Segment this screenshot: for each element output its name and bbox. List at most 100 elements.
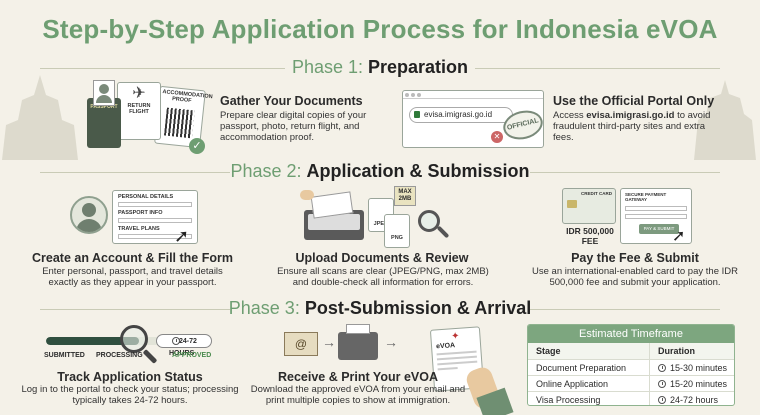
pay-submit-button: PAY & SUBMIT: [639, 224, 679, 234]
check-icon: ✓: [189, 138, 205, 154]
phase-name: Preparation: [368, 57, 469, 77]
step-print-desc: Download the approved eVOA from your ema…: [250, 384, 466, 406]
status-approved: APPROVED: [172, 352, 212, 359]
phase-name: Application & Submission: [306, 161, 530, 181]
phase-divider: [40, 68, 285, 69]
step-upload-desc: Ensure all scans are clear (JPEG/PNG, ma…: [277, 266, 489, 288]
header-duration: Duration: [658, 346, 695, 356]
pay-submit-label: PAY & SUBMIT: [643, 226, 675, 231]
passport-label: PASSPORT: [90, 104, 118, 110]
form-card: PERSONAL DETAILS PASSPORT INFO TRAVEL PL…: [112, 190, 198, 244]
url-text: evisa.imigrasi.go.id: [424, 110, 493, 119]
upload-illustration: JPEG PNG MAX 2MB: [300, 186, 470, 250]
timeframe-table: Estimated Timeframe Stage Duration Docum…: [527, 324, 735, 406]
duration-cell: 24-72 hours: [650, 392, 734, 405]
status-submitted: SUBMITTED: [44, 352, 85, 359]
print-illustration: @ → →: [280, 320, 490, 370]
duration-value: 15-20 minutes: [670, 378, 728, 389]
step-form-title: Create an Account & Fill the Form: [32, 251, 233, 265]
timeframe-title: Estimated Timeframe: [528, 325, 734, 343]
phase-divider: [475, 68, 720, 69]
credit-card: CREDIT CARD: [562, 188, 616, 224]
file-png-label: PNG: [391, 235, 403, 241]
browser-window-illustration: evisa.imigrasi.go.id OFFICIAL ✕: [402, 90, 546, 148]
payment-gateway-window: SECURE PAYMENT GATEWAY PAY & SUBMIT: [620, 188, 692, 244]
form-field-label: PASSPORT INFO: [118, 210, 163, 216]
clock-icon: [658, 363, 666, 372]
url-bar: evisa.imigrasi.go.id: [409, 107, 513, 123]
fee-amount: IDR 500,000 FEE: [560, 226, 620, 246]
flight-doc: ✈ RETURN FLIGHT: [117, 82, 161, 140]
duration-cell: 15-20 minutes: [650, 376, 734, 391]
clock-icon: [658, 395, 666, 404]
hand-icon: [300, 190, 314, 200]
arrow-icon: →: [384, 334, 398, 350]
step-pay-title: Pay the Fee & Submit: [571, 251, 699, 265]
form-field-label: TRAVEL PLANS: [118, 226, 160, 232]
temple-right-illustration: [694, 80, 756, 160]
table-row: Document Preparation 15-30 minutes: [528, 359, 734, 375]
accommodation-label: ACCOMMODATION PROOF: [162, 89, 213, 105]
arrow-icon: →: [322, 334, 336, 350]
lock-icon: [414, 111, 420, 118]
phase-1-header: Phase 1: Preparation: [0, 57, 760, 78]
duration-cell: 15-30 minutes: [650, 360, 734, 375]
cursor-icon: ➚: [174, 226, 190, 246]
file-png: PNG: [384, 214, 410, 248]
user-avatar-icon: [70, 196, 108, 234]
step-gather-title: Gather Your Documents: [220, 94, 363, 108]
clock-icon: [172, 337, 180, 345]
printer-icon: [338, 324, 378, 360]
stage-cell: Document Preparation: [528, 360, 650, 375]
step-print-title: Receive & Print Your eVOA: [277, 370, 438, 384]
phase-divider: [530, 172, 720, 173]
magnifier-icon: [418, 210, 440, 232]
phase-label: Phase 1:: [291, 57, 363, 77]
fee-label: FEE: [581, 236, 599, 246]
status-processing: PROCESSING: [96, 352, 143, 359]
payment-illustration: CREDIT CARD IDR 500,000 FEE SECURE PAYME…: [560, 186, 710, 250]
step-upload-title: Upload Documents & Review: [295, 251, 469, 265]
phase-name: Post-Submission & Arrival: [304, 298, 532, 318]
hours-badge: 24-72 HOURS: [156, 334, 212, 357]
portal-desc-prefix: Access: [553, 110, 587, 121]
step-pay-desc: Use an international-enabled card to pay…: [532, 266, 738, 288]
portal-desc-suffix: to avoid fraudulent third-party sites an…: [553, 110, 711, 143]
table-header-row: Stage Duration: [528, 343, 734, 359]
phase-2-header: Phase 2: Application & Submission: [0, 161, 760, 182]
phase-3-header: Phase 3: Post-Submission & Arrival: [0, 298, 760, 319]
phase-divider: [40, 172, 230, 173]
form-field-label: PERSONAL DETAILS: [118, 194, 174, 200]
email-icon: @: [284, 332, 318, 356]
reject-icon: ✕: [491, 131, 503, 143]
step-portal-title: Use the Official Portal Only: [553, 94, 715, 108]
step-gather-desc: Prepare clear digital copies of your pas…: [220, 110, 367, 143]
header-stage: Stage: [528, 343, 650, 359]
phase-divider: [530, 309, 720, 310]
clock-icon: [658, 379, 666, 388]
credit-card-label: CREDIT CARD: [581, 191, 612, 196]
documents-illustration: ACCOMMODATION PROOF ✈ RETURN FLIGHT PASS…: [85, 80, 213, 155]
temple-left-illustration: [2, 75, 78, 160]
stage-cell: Online Application: [528, 376, 650, 391]
magnifier-handle: [436, 225, 450, 239]
table-row: Visa Processing 24-72 hours: [528, 391, 734, 405]
fee-value: IDR 500,000: [566, 226, 614, 236]
step-track-title: Track Application Status: [57, 370, 203, 384]
phase-label: Phase 2:: [230, 161, 302, 181]
photo-card: [93, 80, 115, 106]
max-size-badge: MAX 2MB: [394, 186, 416, 206]
passport-book: PASSPORT: [87, 98, 121, 148]
cursor-icon: ➚: [672, 228, 686, 245]
magnifier-icon: [120, 325, 148, 353]
duration-value: 24-72 hours: [670, 394, 719, 405]
form-illustration: PERSONAL DETAILS PASSPORT INFO TRAVEL PL…: [70, 190, 200, 250]
stage-cell: Visa Processing: [528, 392, 650, 405]
file-jpeg-label: JPEG: [373, 221, 389, 227]
page-title: Step-by-Step Application Process for Ind…: [42, 14, 718, 44]
step-track-desc: Log in to the portal to check your statu…: [21, 384, 239, 406]
phase-label: Phase 3:: [228, 298, 300, 318]
portal-desc-url: evisa.imigrasi.go.id: [586, 110, 675, 121]
table-row: Online Application 15-20 minutes: [528, 375, 734, 391]
max-size-text: MAX 2MB: [398, 189, 412, 202]
